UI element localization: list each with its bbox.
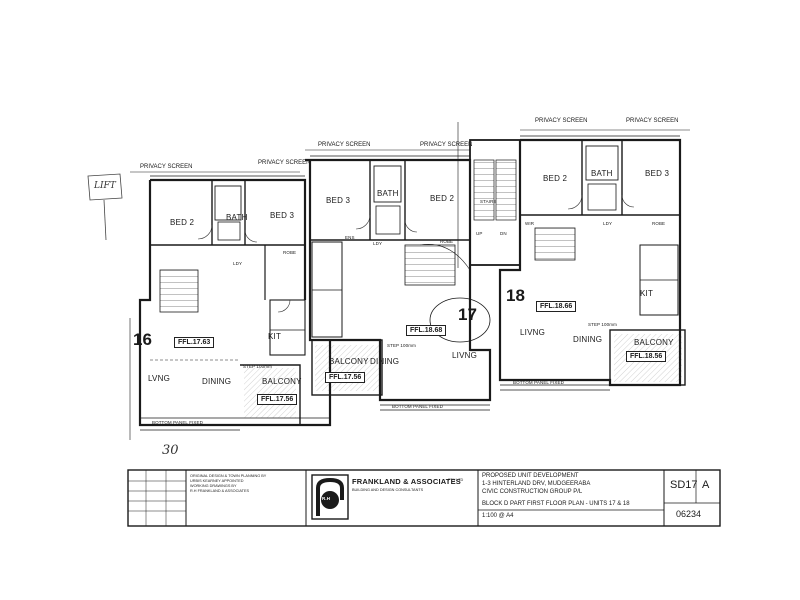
unit-18-outline: [498, 129, 690, 391]
project-details: PROPOSED UNIT DEVELOPMENT 1-3 HINTERLAND…: [482, 473, 590, 496]
handwritten-30: 30: [162, 443, 179, 458]
unit-16-number: 16: [133, 330, 152, 349]
u18-wir-label: WIR: [525, 221, 535, 226]
u17-ldy-label: LDY: [373, 241, 383, 246]
u16-step-label: STEP 100mm: [243, 364, 272, 369]
u17-step-label: STEP 100mm: [387, 343, 416, 348]
u17-living-label: LIVNG: [452, 351, 478, 360]
original-design-line-1: ORIGINAL DESIGN & TOWN PLANNING BY: [190, 474, 267, 478]
firm-name: FRANKLAND & ASSOCIATES: [352, 477, 461, 486]
u18-bottom-panel-label: BOTTOM PANEL FIXED: [513, 380, 564, 385]
u18-ffl-balcony: FFL.18.56: [626, 351, 667, 362]
privacy-screen-label-17a: PRIVACY SCREEN: [318, 142, 371, 148]
u16-bath-label: BATH: [226, 213, 248, 222]
core-up-label: UP: [476, 231, 483, 236]
u16-balcony-label: BALCONY: [262, 377, 302, 386]
u16-living-label: LVNG: [148, 374, 170, 383]
u16-bed2-label: BED 2: [170, 218, 195, 227]
unit-16-stairs: [159, 269, 199, 313]
u17-bottom-panel-label: BOTTOM PANEL FIXED: [392, 404, 443, 409]
core-stairs-a: [473, 159, 495, 221]
u18-kit-label: KIT: [640, 289, 654, 298]
u16-ffl-balcony: FFL.17.56: [257, 394, 298, 405]
firm-logo: [311, 474, 349, 520]
project-line-2: 1-3 HINTERLAND DRV, MUDGEERABA: [482, 480, 591, 487]
door-swings: [197, 194, 635, 313]
u18-step-label: STEP 100mm: [588, 322, 617, 327]
u17-ffl-balcony: FFL.17.56: [325, 372, 366, 383]
u16-robe-label: ROBE: [283, 250, 297, 255]
project-line-1: PROPOSED UNIT DEVELOPMENT: [482, 473, 579, 479]
revision-letter: A: [702, 479, 710, 491]
unit-16-outline: [129, 171, 332, 440]
privacy-screen-label-18a: PRIVACY SCREEN: [535, 118, 588, 124]
project-line-3: CIVIC CONSTRUCTION GROUP P/L: [482, 488, 583, 495]
u16-dining-label: DINING: [202, 377, 232, 386]
u18-bed2-label: BED 2: [543, 174, 568, 183]
unit-18-stairs: [534, 227, 576, 261]
original-design-line-2: URBIS KEARNEY APPOINTED: [190, 479, 244, 484]
u16-kit-label: KIT: [268, 332, 282, 341]
u18-ldy-label: LDY: [603, 221, 613, 226]
core-stairs-label: STAIRS: [480, 199, 497, 204]
u17-ens-label: ENS: [345, 235, 355, 240]
u16-bed3-label: BED 3: [270, 211, 295, 220]
u17-dining-label: DINING: [370, 357, 400, 366]
unit-17-number: 17: [458, 305, 477, 324]
u18-living-label: LIVNG: [520, 328, 546, 337]
u17-ffl-upper: FFL.18.68: [406, 325, 447, 336]
unit-17-stairs: [404, 244, 456, 286]
lift-sketch: [87, 173, 123, 241]
u18-balcony-label: BALCONY: [634, 338, 674, 347]
firm-subtitle: BUILDING AND DESIGN CONSULTANTS: [352, 488, 424, 492]
unit-16-balcony-hatch: [244, 368, 296, 418]
job-number: 06234: [676, 509, 702, 519]
u17-robe-label: ROBE: [440, 239, 454, 244]
sheet-number: SD17: [670, 479, 698, 491]
drawing-title: BLOCK D PART FIRST FLOOR PLAN - UNITS 17…: [482, 501, 630, 507]
original-design-note: ORIGINAL DESIGN & TOWN PLANNING BY URBIS…: [190, 474, 266, 495]
u18-ffl-upper: FFL.18.66: [536, 301, 577, 312]
u18-bed3-label: BED 3: [645, 169, 670, 178]
u17-bed2-label: BED 2: [430, 194, 455, 203]
u16-ffl-upper: FFL.17.63: [174, 337, 215, 348]
unit-18-number: 18: [506, 286, 525, 305]
u18-dining-label: DINING: [573, 335, 603, 344]
privacy-screen-label-18b: PRIVACY SCREEN: [626, 118, 679, 124]
u18-bath-label: BATH: [591, 169, 613, 178]
privacy-screen-label-17b: PRIVACY SCREEN: [420, 142, 473, 148]
u16-ldy-label: LDY: [233, 261, 243, 266]
privacy-screen-label-16a: PRIVACY SCREEN: [140, 164, 193, 170]
u17-balcony-label: BALCONY: [329, 357, 369, 366]
unit-17-balcony-hatch: [315, 345, 379, 391]
drawing-scale: 1:100 @ A4: [482, 513, 514, 519]
u16-bottom-panel-label: BOTTOM PANEL FIXED: [152, 420, 203, 425]
logo-letters: R.H: [322, 496, 331, 501]
core-stairs-b: [495, 159, 517, 221]
privacy-screen-label-16b: PRIVACY SCREEN: [258, 160, 311, 166]
u17-bed3-label: BED 3: [326, 196, 351, 205]
lift-handwritten-note: LIFT: [94, 181, 116, 191]
core-dn-label: DN: [500, 231, 507, 236]
firm-suffix: PTY LTD: [448, 478, 464, 482]
original-design-line-3: WORKING DRAWINGS BY: [190, 484, 237, 489]
u17-bath-label: BATH: [377, 189, 399, 198]
u18-robe-label: ROBE: [652, 221, 666, 226]
original-design-line-4: R.H FRANKLAND & ASSOCIATES: [190, 489, 250, 494]
title-block-frame: [127, 469, 721, 527]
